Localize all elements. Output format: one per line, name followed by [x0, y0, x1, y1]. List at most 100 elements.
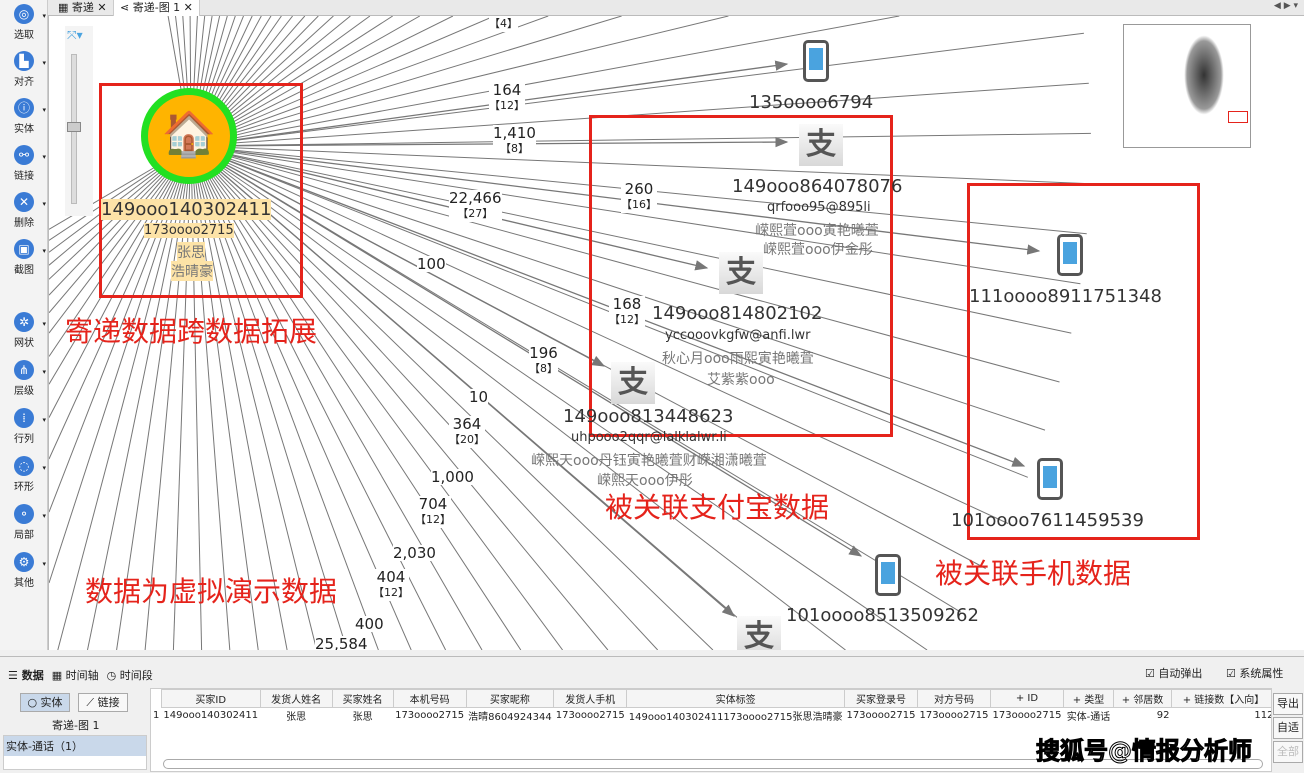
edge-value: 404 [376, 568, 406, 586]
edge [190, 145, 564, 650]
table-cell: 173oooo2715 [919, 710, 989, 722]
tool-icon: ⓘ [14, 98, 34, 118]
fit-icon[interactable]: ⤧▾ [67, 28, 83, 42]
edge[interactable] [190, 145, 1026, 467]
tool-icon: ◎ [14, 4, 34, 24]
entity-tree: 实体-通话（1） [3, 735, 147, 770]
dropdown-icon[interactable]: ▾ [42, 464, 46, 472]
dropdown-icon[interactable]: ▾ [42, 12, 46, 20]
tab-scroll-arrows[interactable]: ◀ ▶ ▾ [1273, 1, 1298, 11]
horizontal-scrollbar[interactable] [163, 759, 1263, 769]
auto-popup-checkbox[interactable]: ☑ 自动弹出 [1145, 667, 1203, 680]
dropdown-icon[interactable]: ▾ [42, 320, 46, 328]
column-header[interactable]: 实体标签 [626, 689, 845, 708]
table-cell: 173oooo2715 [555, 710, 625, 722]
tool-1[interactable]: ▙对齐▾ [2, 51, 46, 88]
column-header[interactable]: 买家姓名 [331, 689, 394, 708]
column-header[interactable]: 买家登录号 [843, 689, 918, 708]
tool-icon: ⋔ [14, 360, 34, 380]
dropdown-icon[interactable]: ▾ [42, 153, 46, 161]
phone-node-icon[interactable] [803, 40, 829, 82]
dropdown-icon[interactable]: ▾ [42, 368, 46, 376]
edge [190, 16, 729, 147]
tool-8[interactable]: ⁞行列▾ [2, 408, 46, 445]
fit-button[interactable]: 自适 [1273, 717, 1303, 739]
edge [190, 16, 900, 147]
system-attr-checkbox[interactable]: ☑ 系统属性 [1226, 667, 1284, 680]
dropdown-icon[interactable]: ▾ [42, 200, 46, 208]
edge-label: 168【12】 [609, 296, 645, 328]
tab-timeline[interactable]: ▦ 时间轴 [51, 669, 99, 682]
dropdown-icon[interactable]: ▾ [42, 247, 46, 255]
tool-11[interactable]: ⚙其他▾ [2, 552, 46, 589]
tool-10[interactable]: ⚬局部▾ [2, 504, 46, 541]
zoom-slider[interactable]: ⤧▾ [65, 26, 93, 216]
column-header[interactable]: + 链接数【入向】 [1171, 689, 1271, 708]
edge[interactable] [190, 145, 1041, 255]
edge [190, 145, 659, 650]
column-header[interactable]: 买家昵称 [465, 689, 555, 708]
column-header[interactable]: 本机号码 [392, 689, 467, 708]
tool-7[interactable]: ⋔层级▾ [2, 360, 46, 397]
edge [190, 145, 483, 650]
dropdown-icon[interactable]: ▾ [42, 59, 46, 67]
edge-label: 1,000 [431, 469, 474, 485]
column-header[interactable]: + ID [989, 689, 1065, 708]
alipay-node-icon[interactable]: 支 [611, 362, 655, 404]
tree-item[interactable]: 实体-通话（1） [4, 736, 146, 756]
column-header[interactable]: 买家ID [160, 689, 261, 708]
tool-icon: ⚙ [14, 552, 34, 572]
tab-data[interactable]: ☰ 数据 [8, 669, 44, 682]
dropdown-icon[interactable]: ▾ [42, 512, 46, 520]
phone-node-icon[interactable] [875, 554, 901, 596]
tool-6[interactable]: ✲网状▾ [2, 312, 46, 349]
tool-9[interactable]: ◌环形▾ [2, 456, 46, 493]
all-button[interactable]: 全部 [1273, 741, 1303, 763]
minimap-viewport[interactable] [1228, 111, 1248, 123]
edge [49, 145, 192, 357]
alipay-node-icon[interactable]: 支 [737, 616, 781, 650]
tab-jidi-graph[interactable]: ⋖ 寄递-图 1 ✕ [114, 0, 200, 16]
dropdown-icon[interactable]: ▾ [42, 106, 46, 114]
tool-4[interactable]: ✕删除▾ [2, 192, 46, 229]
alipay-node-label: 149ooo813448623 [563, 406, 734, 427]
edge-label: 164【12】 [489, 82, 525, 114]
column-header[interactable]: 对方号码 [916, 689, 991, 708]
dropdown-icon[interactable]: ▾ [42, 416, 46, 424]
zoom-thumb[interactable] [67, 122, 81, 132]
export-button[interactable]: 导出 [1273, 693, 1303, 715]
tab-label: 时间轴 [65, 669, 99, 682]
dropdown-icon[interactable]: ▾ [42, 560, 46, 568]
tool-3[interactable]: ⚯链接▾ [2, 145, 46, 182]
edge-label: 196【8】 [529, 345, 558, 377]
edge[interactable] [190, 145, 606, 367]
tab-timespan[interactable]: ◷ 时间段 [106, 669, 153, 682]
tool-0[interactable]: ◎选取▾ [2, 4, 46, 41]
tool-icon: ◌ [14, 456, 34, 476]
column-header[interactable]: 发货人手机 [553, 689, 628, 708]
alipay-node-icon[interactable]: 支 [719, 252, 763, 294]
link-button[interactable]: ⟋ 链接 [78, 693, 128, 712]
edge[interactable] [190, 145, 735, 617]
tab-jidi[interactable]: ▦ 寄递 ✕ [52, 0, 114, 16]
tool-5[interactable]: ▣截图▾ [2, 239, 46, 276]
warehouse-hub-node[interactable]: 🏠 [141, 88, 237, 184]
phone-node-icon[interactable] [1057, 234, 1083, 276]
phone-highlight-box [967, 183, 1200, 540]
graph-canvas[interactable]: ⤧▾ 🏠 149ooo140302411 173oooo2715 张思 浩晴豪 … [48, 16, 1304, 650]
minimap[interactable] [1123, 24, 1251, 148]
tool-label: 链接 [14, 171, 34, 182]
column-header[interactable]: + 类型 [1063, 689, 1114, 708]
edge-label: 25,584 [315, 636, 368, 650]
checkbox-label: 系统属性 [1239, 667, 1284, 680]
edge[interactable] [190, 136, 789, 148]
entity-button[interactable]: ○ 实体 [20, 693, 70, 712]
column-header[interactable]: + 邻居数 [1113, 689, 1172, 708]
phone-node-icon[interactable] [1037, 458, 1063, 500]
column-header[interactable]: 发货人姓名 [259, 689, 333, 708]
phone-node-label: 111oooo8911751348 [969, 286, 1162, 307]
alipay-node-icon[interactable]: 支 [799, 124, 843, 166]
